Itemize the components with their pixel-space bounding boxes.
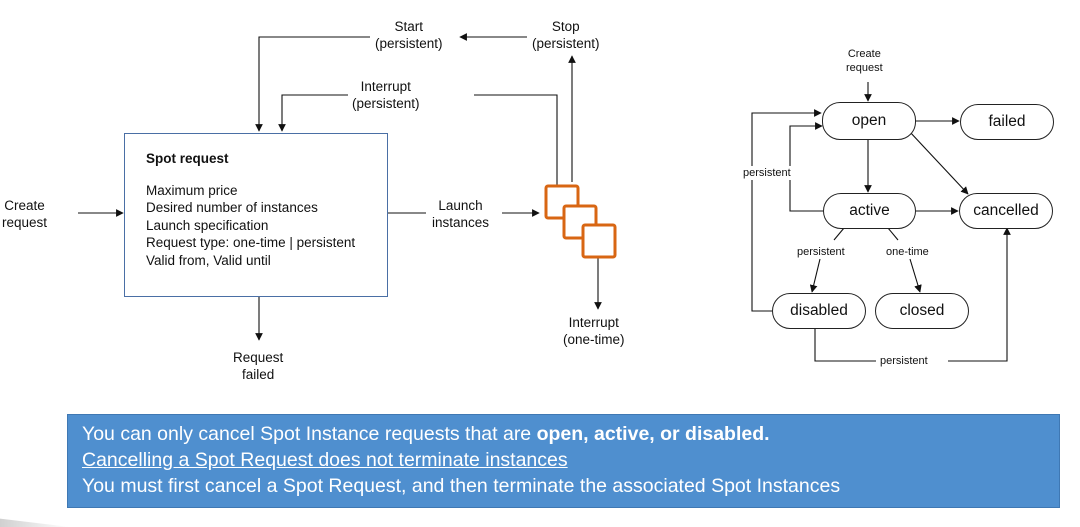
info-line-2: Cancelling a Spot Request does not termi… [82,449,568,471]
line-active-to-persistent [833,227,845,241]
spot-request-title: Spot request [146,151,229,166]
spot-request-box: Spot request Maximum price Desired numbe… [124,133,388,297]
launch-instances-label: Launch instances [428,197,494,231]
edge-label-persistent-disabled-cancelled: persistent [880,355,928,367]
arrow-interrupt-to-spot-2 [278,94,351,132]
state-open: open [822,102,916,140]
arrow-persistent-to-cancelled [948,227,1011,362]
line-disabled-to-persistent [814,329,876,362]
stop-persistent-label: Stop (persistent) [532,19,600,51]
interrupt-one-time-label: Interrupt (one-time) [563,315,625,347]
state-cancelled: cancelled [959,193,1053,229]
info-line-1: You can only cancel Spot Instance reques… [82,421,1059,447]
arrow-onetime-to-closed [909,258,922,293]
instances-icon [544,184,617,259]
instance-square-3 [581,223,617,259]
arrow-active-to-open [789,122,824,212]
interrupt-persistent-label: Interrupt (persistent) [348,78,424,112]
state-failed: failed [960,104,1054,140]
spot-request-line: Valid from, Valid until [146,252,271,268]
start-persistent-label: Start (persistent) [371,18,447,52]
arrow-persistent-to-disabled [809,258,821,293]
create-request-label: Create request [2,198,48,230]
info-line-3: You must first cancel a Spot Request, an… [82,475,841,497]
edge-label-persistent-active-disabled: persistent [797,246,845,258]
state-disabled: disabled [772,293,866,329]
spot-request-line: Desired number of instances [146,200,318,215]
info-line-1-text: You can only cancel Spot Instance reques… [82,423,537,445]
arrow-open-to-cancelled [908,130,969,195]
state-active: active [823,193,916,229]
arrow-disabled-to-open [751,109,822,312]
arrow-interrupt-to-spot [474,94,558,188]
spot-request-line: Request type: one-time | persistent [146,235,356,250]
state-closed: closed [875,293,969,329]
request-failed-label: Request failed [233,350,284,382]
edge-label-persistent-left: persistent [739,166,795,180]
arrow-start-to-spot [255,36,370,132]
spot-request-line: Maximum price [146,182,238,198]
info-line-1-bold: open, active, or disabled. [536,423,770,445]
line-active-to-onetime [887,227,899,241]
spot-request-line: Launch specification [146,217,269,233]
edge-label-one-time: one-time [886,246,929,258]
info-callout: You can only cancel Spot Instance reques… [67,414,1060,508]
create-request-label-right: Create request [846,48,883,74]
